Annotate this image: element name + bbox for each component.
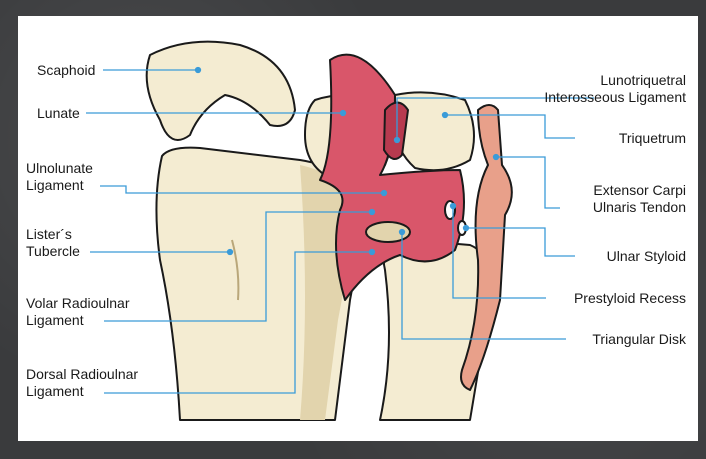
label-prestyloid-recess: Prestyloid Recess (574, 290, 686, 307)
label-triquetrum: Triquetrum (619, 130, 686, 147)
label-triangular-disk: Triangular Disk (592, 331, 686, 348)
triquetrum-bone (395, 92, 474, 170)
label-lunate: Lunate (37, 105, 80, 122)
label-ulnar-styloid: Ulnar Styloid (607, 248, 686, 265)
label-scaphoid: Scaphoid (37, 62, 95, 79)
scaphoid-bone (147, 42, 295, 140)
leader-dot-scaphoid (196, 68, 201, 73)
